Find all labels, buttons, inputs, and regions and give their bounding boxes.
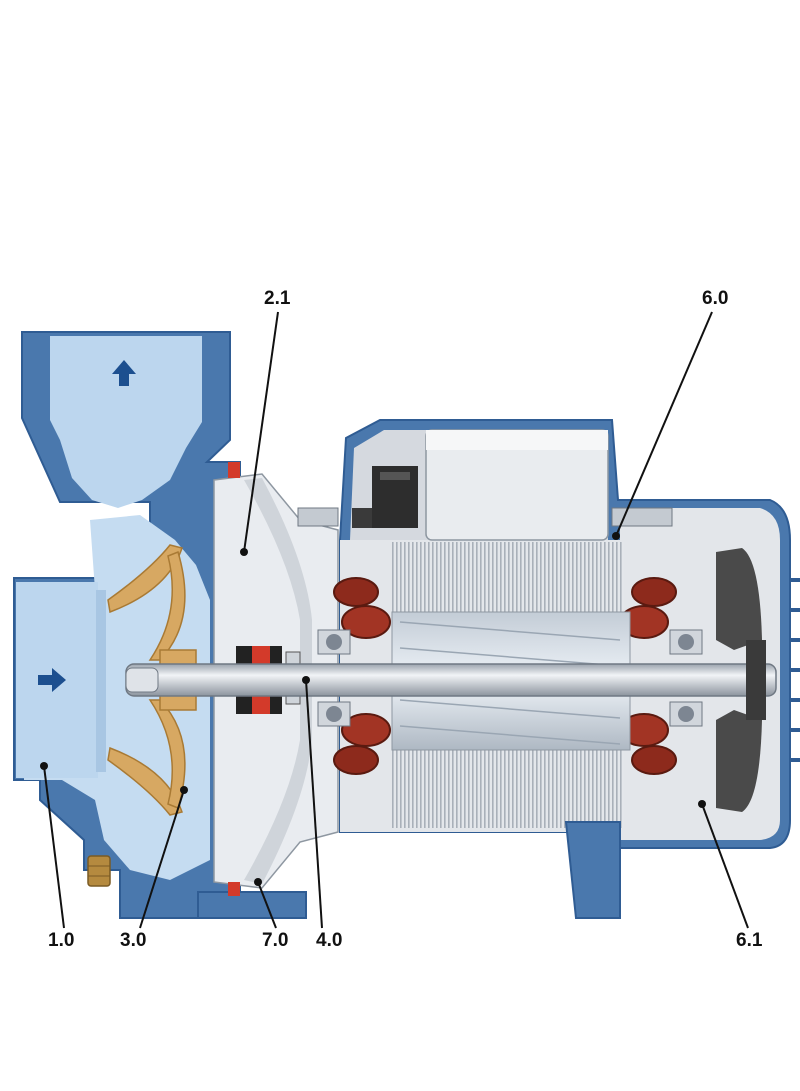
callout-2-1: 2.1	[264, 288, 291, 309]
drain-plug	[87, 855, 111, 887]
tie-bolts	[297, 507, 673, 527]
terminal-block	[352, 466, 418, 528]
leader-6-1	[701, 803, 749, 929]
front-bearing	[317, 629, 351, 727]
leader-3-0	[139, 789, 185, 929]
leader-4-0	[305, 679, 323, 929]
stator	[392, 542, 624, 828]
leader-2-1	[243, 311, 279, 553]
callout-7-0: 7.0	[262, 930, 289, 951]
leader-dots	[40, 532, 706, 886]
fan-cover	[790, 578, 800, 762]
callout-3-0: 3.0	[120, 930, 147, 951]
callout-4-0: 4.0	[316, 930, 343, 951]
leader-1-0	[43, 765, 65, 929]
leader-lines	[43, 311, 749, 929]
stator-windings	[333, 577, 677, 775]
motor-foot	[564, 821, 621, 919]
callout-6-0: 6.0	[702, 288, 729, 309]
rear-bearing	[669, 629, 703, 727]
shaft	[125, 663, 777, 697]
up-arrow-icon	[112, 360, 136, 386]
capacitor	[425, 429, 609, 541]
cooling-fan	[716, 548, 766, 812]
callout-1-0: 1.0	[48, 930, 75, 951]
leader-7-0	[257, 881, 277, 929]
right-arrow-icon	[38, 668, 66, 692]
leader-6-0	[615, 311, 713, 537]
callout-6-1: 6.1	[736, 930, 763, 951]
